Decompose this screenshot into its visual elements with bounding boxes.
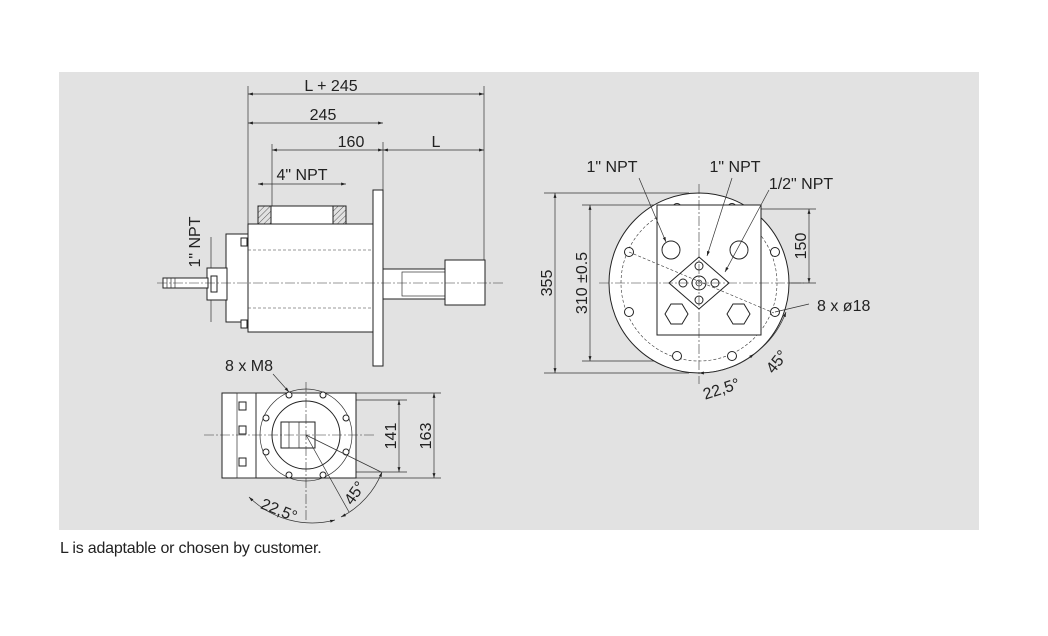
offset-150-label: 150	[793, 233, 810, 260]
bottom-view: 8 x M8 141 163 22,5° 45°	[204, 358, 441, 526]
front-angle-small-label: 22,5°	[701, 376, 742, 404]
thread-holes-label: 8 x M8	[225, 358, 273, 375]
drawing-panel: L + 245 245 160 L 4" NPT 1" NPT	[59, 72, 979, 530]
front-port-center-label: 1" NPT	[709, 159, 760, 176]
base-141-label: 141	[383, 423, 400, 450]
base-angle-large-label: 45°	[341, 479, 369, 509]
base-angle-small-label: 22,5°	[258, 496, 299, 526]
bolt-holes-label: 8 x ø18	[817, 298, 870, 315]
dim-flange-offset-label: 160	[338, 134, 365, 151]
front-port-right-label: 1/2" NPT	[769, 176, 834, 193]
flange-diameter-label: 355	[539, 270, 556, 297]
front-port-left-label: 1" NPT	[586, 159, 637, 176]
side-port-label: 1" NPT	[187, 216, 204, 267]
bolt-circle-label: 310 ±0.5	[574, 252, 591, 314]
base-163-label: 163	[418, 423, 435, 450]
dim-overall-label: L + 245	[304, 78, 357, 95]
dim-shaft-label: L	[432, 134, 441, 151]
technical-drawing: L + 245 245 160 L 4" NPT 1" NPT	[157, 78, 870, 526]
dim-housing-label: 245	[310, 107, 337, 124]
front-view: 1" NPT 1" NPT 1/2" NPT 355 310 ±0.5 150 …	[539, 159, 870, 404]
side-view: L + 245 245 160 L 4" NPT 1" NPT	[157, 78, 504, 367]
front-angle-large-label: 45°	[763, 347, 791, 377]
inlet-port-label: 4" NPT	[276, 167, 327, 184]
caption-note: L is adaptable or chosen by customer.	[60, 540, 322, 557]
